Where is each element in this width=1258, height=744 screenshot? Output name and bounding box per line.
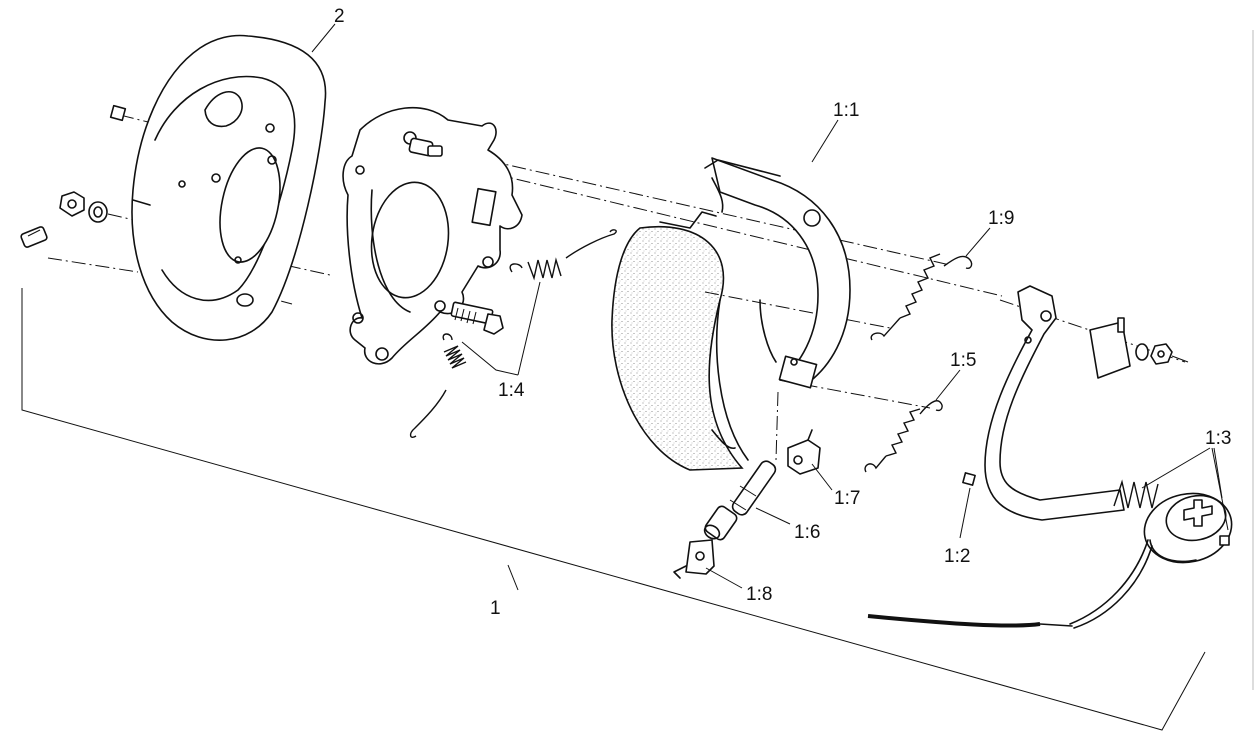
brake-shoe-assembly bbox=[704, 157, 851, 389]
brake-magnet bbox=[1113, 479, 1233, 564]
backing-plate bbox=[131, 34, 327, 341]
callout-1-5: 1:5 bbox=[950, 350, 976, 371]
callout-1-1: 1:1 bbox=[833, 100, 859, 121]
adjuster bbox=[703, 460, 777, 541]
leader-lines bbox=[311, 23, 1229, 591]
brake-spider-flange bbox=[342, 106, 523, 365]
assembly-bracket bbox=[21, 288, 1206, 731]
callout-1-9: 1:9 bbox=[988, 208, 1014, 229]
hold-down-spring-lower bbox=[409, 333, 467, 438]
adjuster-clip bbox=[787, 429, 821, 475]
callout-labels: 2 1:1 1:9 1:5 1:3 1:4 1:7 1:6 1:2 1:8 1 bbox=[334, 6, 1231, 619]
backing-plate-hardware bbox=[20, 104, 127, 248]
hold-down-spring-upper bbox=[509, 229, 617, 281]
callout-1-8: 1:8 bbox=[746, 584, 772, 605]
actuating-lever bbox=[984, 285, 1125, 521]
callout-1-3: 1:3 bbox=[1205, 428, 1231, 449]
callout-1: 1 bbox=[490, 598, 501, 619]
shoe-spring bbox=[864, 400, 943, 473]
adjuster-spring-clip bbox=[673, 539, 715, 579]
callout-2: 2 bbox=[334, 6, 345, 27]
retracting-spring bbox=[870, 253, 973, 341]
anchor-bolt bbox=[450, 301, 504, 335]
brake-lining bbox=[611, 211, 749, 471]
lever-hardware bbox=[1089, 317, 1189, 379]
callout-1-4: 1:4 bbox=[498, 380, 525, 401]
callout-1-6: 1:6 bbox=[794, 522, 820, 543]
callout-1-2: 1:2 bbox=[944, 546, 970, 567]
callout-1-7: 1:7 bbox=[834, 488, 860, 509]
small-clip bbox=[962, 472, 976, 486]
magnet-wires bbox=[867, 539, 1153, 629]
